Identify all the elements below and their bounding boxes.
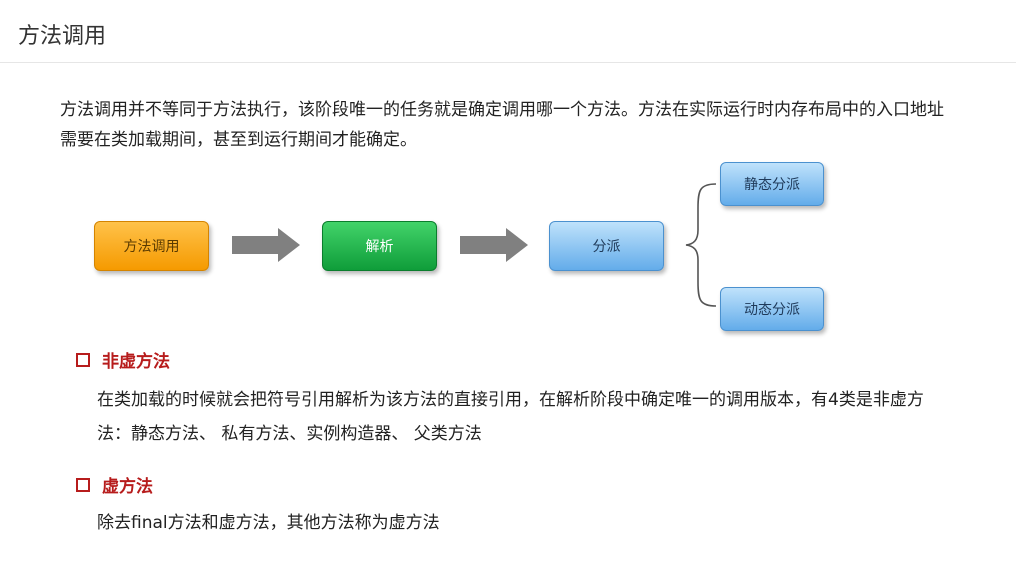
node-method-invoke: 方法调用 xyxy=(94,221,209,271)
node-dispatch: 分派 xyxy=(549,221,664,271)
title-divider xyxy=(0,62,1016,63)
right-arrow-icon xyxy=(232,228,300,262)
section-heading-text: 虚方法 xyxy=(102,477,153,497)
section-heading-virtual: 虚方法 xyxy=(76,472,153,497)
node-dynamic-dispatch: 动态分派 xyxy=(720,287,824,331)
node-static-dispatch: 静态分派 xyxy=(720,162,824,206)
intro-paragraph: 方法调用并不等同于方法执行，该阶段唯一的任务就是确定调用哪一个方法。方法在实际运… xyxy=(60,100,944,150)
section-heading-nonvirtual: 非虚方法 xyxy=(76,347,170,372)
curly-brace-icon xyxy=(685,183,717,307)
square-bullet-icon xyxy=(76,477,90,492)
section-heading-text: 非虚方法 xyxy=(102,352,170,372)
square-bullet-icon xyxy=(76,352,90,367)
section-body-nonvirtual: 在类加载的时候就会把符号引用解析为该方法的直接引用，在解析阶段中确定唯一的调用版… xyxy=(97,390,924,444)
node-resolve: 解析 xyxy=(322,221,437,271)
right-arrow-icon xyxy=(460,228,528,262)
section-body-virtual: 除去final方法和虚方法，其他方法称为虚方法 xyxy=(97,513,440,533)
slide-title: 方法调用 xyxy=(18,24,107,49)
